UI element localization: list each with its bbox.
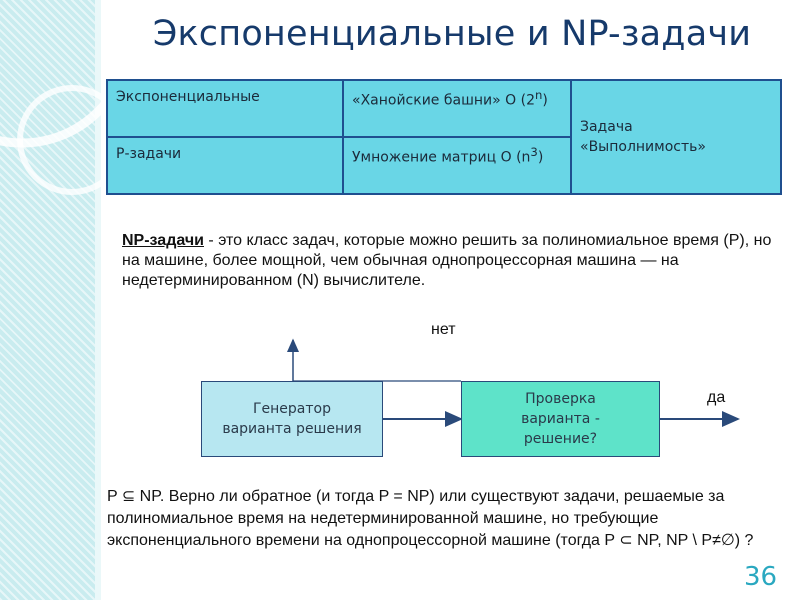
table-cell-label: Р-задачи <box>106 136 344 195</box>
check-line-1: Проверка <box>525 391 596 407</box>
pnp-question: P ⊆ NP. Верно ли обратное (и тогда P = N… <box>107 488 754 549</box>
example-text: Умножение матриц O (n <box>352 149 531 166</box>
table-row: Р-задачи Умножение матриц O (n3) <box>106 136 781 195</box>
generator-line-2: варианта решения <box>222 421 362 437</box>
decorative-stripe <box>0 0 95 600</box>
merged-line-2: «Выполнимость» <box>580 139 706 155</box>
table-cell-example: Умножение матриц O (n3) <box>342 136 572 195</box>
example-tail: ) <box>542 92 548 109</box>
check-line-2: варианта - <box>521 411 600 427</box>
decorative-stripe-edge <box>95 0 101 600</box>
table-row: Экспоненциальные «Ханойские башни» O (2n… <box>106 79 782 195</box>
definition-term: NP-задачи <box>122 232 204 249</box>
np-definition: NP-задачи - это класс задач, которые мож… <box>122 231 772 291</box>
comparison-table: Экспоненциальные «Ханойские башни» O (2n… <box>106 79 782 195</box>
check-line-3: решение? <box>523 431 598 447</box>
no-label: нет <box>431 321 456 338</box>
definition-text: - это класс задач, которые можно решить … <box>122 232 772 289</box>
check-box: Проверка варианта - решение? <box>461 381 660 457</box>
generator-line-1: Генератор <box>253 401 331 417</box>
generator-box: Генератор варианта решения <box>201 381 383 457</box>
slide-title: Экспоненциальные и NP-задачи <box>152 14 752 54</box>
table-cell-label: Экспоненциальные <box>106 79 344 138</box>
table-cell-merged: Задача «Выполнимость» <box>570 79 782 195</box>
yes-label: да <box>707 389 726 406</box>
example-exponent: n <box>535 88 543 102</box>
page-number: 36 <box>744 562 778 592</box>
table-cell-example: «Ханойские башни» O (2n) <box>342 79 572 138</box>
example-exponent: 3 <box>530 145 538 159</box>
example-tail: ) <box>537 149 544 166</box>
example-text: «Ханойские башни» O (2 <box>352 92 535 109</box>
merged-line-1: Задача <box>580 118 633 135</box>
